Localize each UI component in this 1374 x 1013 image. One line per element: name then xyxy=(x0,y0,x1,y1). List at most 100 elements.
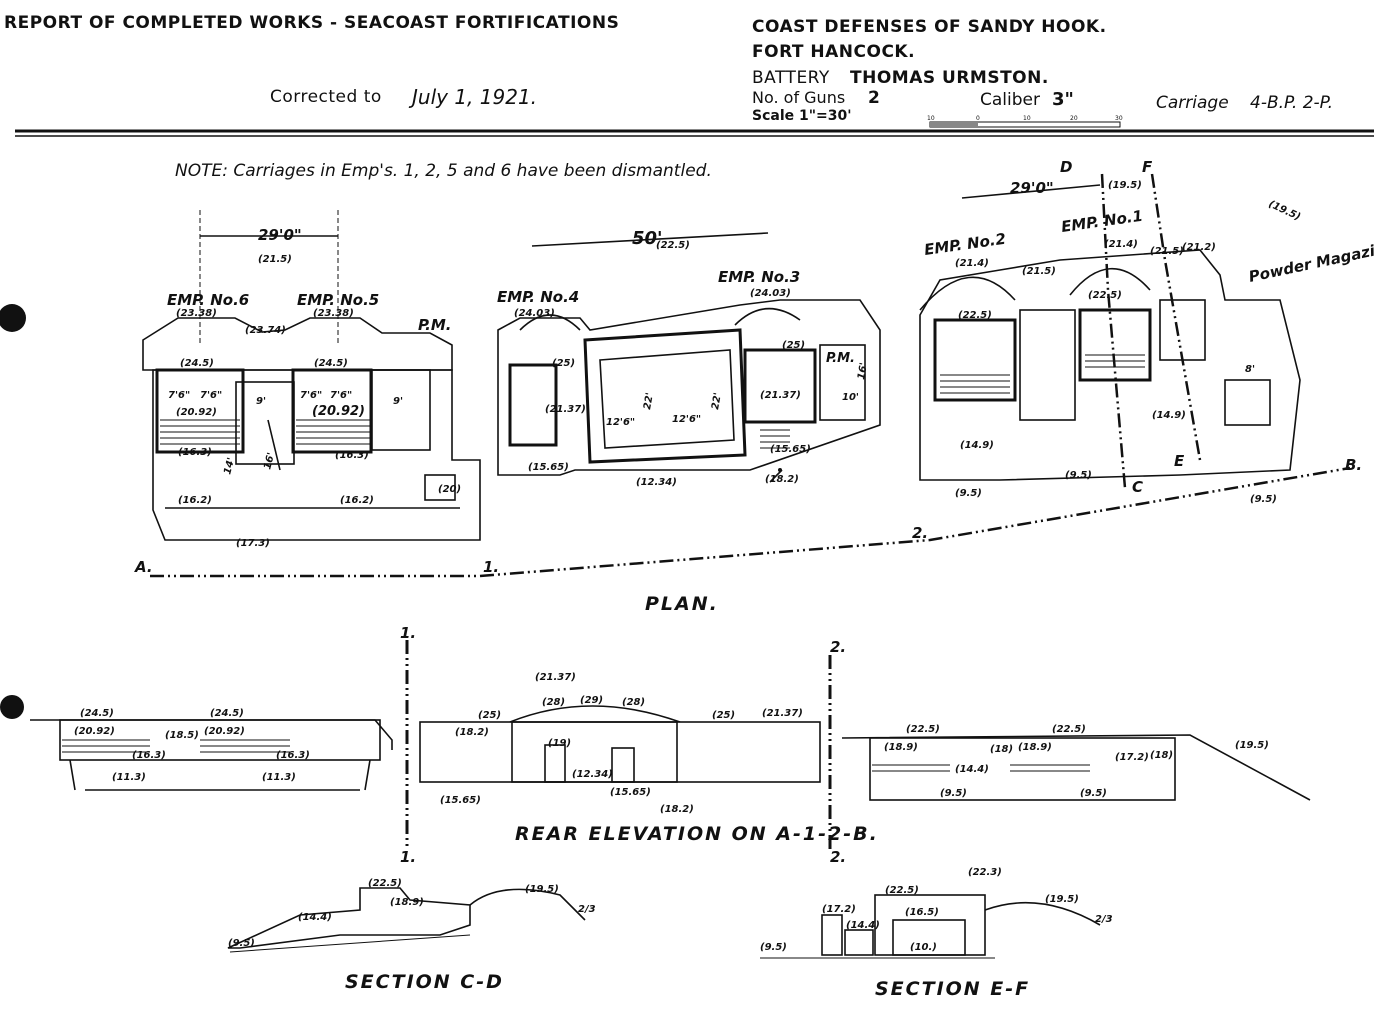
scale-bar: 10 0 10 20 30 xyxy=(927,115,1123,128)
dimension-label: (22.5) xyxy=(656,240,690,251)
dimension-label: 8' xyxy=(1245,364,1255,375)
section-marker: 1. xyxy=(400,848,416,866)
elevation-label: (18.2) xyxy=(765,474,799,485)
dimension-label: 16' xyxy=(856,362,870,381)
dimension-label: 9' xyxy=(393,396,403,407)
battery-label: BATTERY xyxy=(752,68,830,88)
elevation-label: (18.2) xyxy=(455,727,489,738)
elevation-label: (25) xyxy=(478,710,501,721)
elevation-label: (21.2) xyxy=(1182,242,1216,253)
dimension-label: 22' xyxy=(710,392,724,411)
elevation-label: (23.38) xyxy=(313,308,354,319)
carriage-label: Carriage xyxy=(1156,93,1229,113)
elevation-label: (19.5) xyxy=(525,884,559,895)
elevation-label: (23.38) xyxy=(176,308,217,319)
dimension-label: 7'6" xyxy=(168,390,190,401)
guns-label: No. of Guns xyxy=(752,88,845,107)
elevation-label: (16.5) xyxy=(905,907,939,918)
elevation-label: (21.5) xyxy=(1022,266,1056,277)
elevation-label: (20.92) xyxy=(74,726,115,737)
elevation-labels: (23.38) (23.74) (23.38) (24.5) (24.5) (2… xyxy=(176,239,1277,549)
section-line-cd xyxy=(1100,173,1127,489)
section-line-ef xyxy=(1150,173,1202,461)
elevation-label: 2/3 xyxy=(578,904,596,915)
elevation-label: (15.65) xyxy=(528,462,569,473)
elevation-label: (22.5) xyxy=(958,310,992,321)
elevation-label: (21.37) xyxy=(762,708,803,719)
elevation-label: (24.03) xyxy=(750,288,791,299)
elevation-label: (9.5) xyxy=(228,938,255,949)
emplacement-label: EMP. No.4 xyxy=(497,288,579,306)
elevation-label: 2/3 xyxy=(1095,914,1113,925)
dimension-label: 16' xyxy=(262,452,277,471)
rear-elevation-title: REAR ELEVATION ON A-1-2-B. xyxy=(515,823,879,845)
elevation-label: (14.9) xyxy=(1152,410,1186,421)
elevation-label: (29) xyxy=(580,695,603,706)
section-marker: 2. xyxy=(830,848,846,866)
point-marker: E xyxy=(1174,452,1185,470)
point-marker: F xyxy=(1142,158,1153,176)
elevation-label: (9.5) xyxy=(760,942,787,953)
elevation-label: (16.3) xyxy=(335,450,369,461)
elevation-label: (17.2) xyxy=(822,904,856,915)
elevation-label: (18.9) xyxy=(1018,742,1052,753)
elevation-label: (25) xyxy=(712,710,735,721)
point-marker: 1. xyxy=(483,558,499,576)
elevation-label: (17.3) xyxy=(236,538,270,549)
section-e-f-title: SECTION E-F xyxy=(875,978,1030,1000)
plan-view: 29'0" (21.5) 50' (22.5) 29'0" (19.5) (19… xyxy=(134,158,1374,615)
section-line-a-1-2-b xyxy=(150,466,1351,578)
dimension-label: 7'6" xyxy=(200,390,222,401)
elevation-label: (12.34) xyxy=(572,769,613,780)
dimension-label: 50' xyxy=(632,228,663,249)
elevation-label: (16.3) xyxy=(132,750,166,761)
inner-dimension-labels: 7'6" 7'6" 9' 7'6" 7'6" 9' 16' 14' 12'6" … xyxy=(168,362,1255,476)
dimension-label: 22' xyxy=(642,392,656,411)
elevation-label: (9.5) xyxy=(955,488,982,499)
elevation-label: (15.65) xyxy=(610,787,651,798)
elevation-label: (21.4) xyxy=(1104,239,1138,250)
section-marker: 2. xyxy=(830,638,846,656)
elevation-label: (25) xyxy=(552,358,575,369)
elevation-label: (22.5) xyxy=(906,724,940,735)
elevation-label: (20.92) xyxy=(176,407,217,418)
scale-label: Scale 1"=30' xyxy=(752,108,852,124)
point-marker: B. xyxy=(1345,456,1362,474)
header: REPORT OF COMPLETED WORKS - SEACOAST FOR… xyxy=(0,13,1374,719)
elevation-label: (9.5) xyxy=(940,788,967,799)
elevation-label: (10.) xyxy=(910,942,937,953)
emplacement-label: EMP. No.6 xyxy=(167,291,249,309)
dimension-label: 29'0" xyxy=(258,226,302,244)
elevation-label: (22.5) xyxy=(368,878,402,889)
elevation-label: (19.5) xyxy=(1235,740,1269,751)
elevation-label: (24.5) xyxy=(180,358,214,369)
elevation-label: (23.74) xyxy=(245,325,286,336)
elevation-label: (14.9) xyxy=(960,440,994,451)
dimension-line xyxy=(961,184,1101,199)
ink-blot xyxy=(0,304,26,332)
emplacement-label: EMP. No.5 xyxy=(297,291,379,309)
elevation-label: (16.2) xyxy=(178,495,212,506)
elevation-label: (12.34) xyxy=(636,477,677,488)
elevation-label: (9.5) xyxy=(1065,470,1092,481)
elevation-label: (21.5) xyxy=(1150,246,1184,257)
elevation-label: (18.9) xyxy=(884,742,918,753)
dimension-label: 9' xyxy=(256,396,266,407)
elevation-label: (28) xyxy=(542,697,565,708)
dimension-line xyxy=(531,232,769,247)
elevation-label: (24.03) xyxy=(514,308,555,319)
elevation-label: (20.92) xyxy=(312,404,365,419)
elevation-label: (20) xyxy=(438,484,461,495)
elevation-label: (21.37) xyxy=(535,672,576,683)
elevation-label: (17.2) xyxy=(1115,752,1149,763)
elevation-label: (20.92) xyxy=(204,726,245,737)
dimension-label: (21.5) xyxy=(258,254,292,265)
carriage-value: 4-B.P. 2-P. xyxy=(1250,93,1333,113)
elevation-label: (18) xyxy=(1150,750,1173,761)
plan-title: PLAN. xyxy=(645,593,719,615)
scale-tick: 0 xyxy=(976,115,980,122)
caliber-label: Caliber xyxy=(980,90,1040,110)
dimension-label: 12'6" xyxy=(672,414,701,425)
dimension-label: 29'0" xyxy=(1010,179,1054,197)
